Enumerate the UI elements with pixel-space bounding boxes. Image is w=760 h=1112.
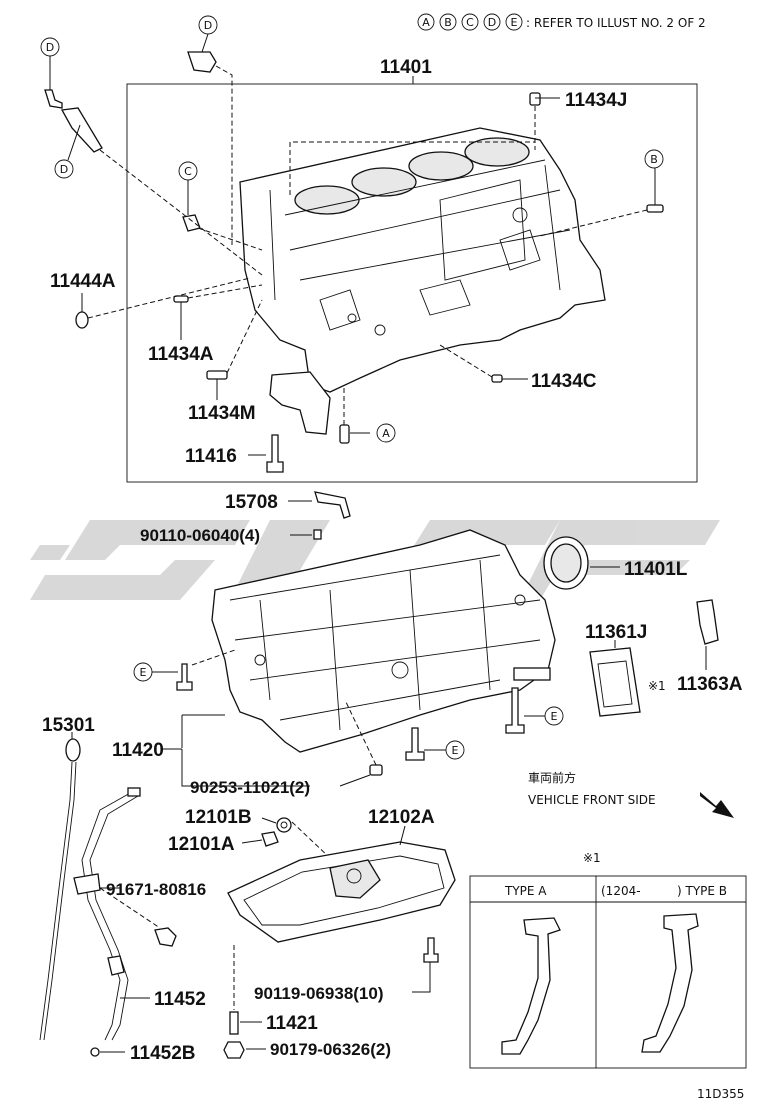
cylinder-block	[239, 127, 606, 393]
label-11420[interactable]: 11420	[112, 740, 164, 761]
bolt-91671	[154, 927, 177, 947]
bracket-15708	[314, 491, 351, 519]
plug-12101a	[261, 831, 279, 847]
crankcase-11420	[211, 529, 556, 753]
bearing-cap	[269, 371, 331, 435]
pin-11434j	[529, 92, 541, 106]
block-group-frame	[126, 83, 698, 483]
callout-d3: D	[60, 163, 68, 176]
bolt-90110	[313, 529, 322, 540]
label-15301[interactable]: 15301	[42, 715, 95, 736]
bolt-11416	[266, 434, 284, 473]
type-b-plate	[641, 913, 699, 1053]
type-b-suffix: ) TYPE B	[677, 884, 727, 898]
label-90253[interactable]: 90253-11021(2)	[190, 778, 310, 797]
star-mark: ※1	[648, 679, 666, 693]
guide-11452	[73, 787, 141, 1041]
note-letter-b: B	[444, 16, 452, 29]
label-11444a[interactable]: 11444A	[50, 271, 116, 292]
note-letter-d: D	[488, 16, 496, 29]
note-letter-e: E	[511, 16, 518, 29]
label-11361j[interactable]: 11361J	[585, 622, 647, 643]
sensor-c	[182, 214, 201, 232]
label-91671[interactable]: 91671-80816	[106, 880, 206, 899]
figure-id: 11D355	[697, 1087, 744, 1101]
bolt-e3	[405, 727, 425, 761]
plate-11363a	[696, 599, 719, 645]
stud-11421	[229, 1011, 239, 1035]
plug-11444a	[75, 311, 89, 329]
label-90119[interactable]: 90119-06938(10)	[254, 984, 384, 1003]
type-b-prefix: (1204-	[601, 884, 641, 898]
callout-e2: E	[551, 710, 558, 723]
note-letter-c: C	[466, 16, 474, 29]
label-11401[interactable]: 11401	[380, 57, 432, 78]
note-letter-a: A	[422, 16, 430, 29]
header-note: A B C D E : REFER TO ILLUST NO. 2 OF 2	[417, 13, 706, 31]
label-12102a[interactable]: 12102A	[368, 807, 435, 828]
type-a-plate	[501, 917, 561, 1055]
type-table: TYPE A (1204- ) TYPE B	[469, 875, 747, 1069]
nut-90179	[223, 1041, 245, 1059]
dipstick-15301	[39, 738, 81, 1041]
fitting-d2	[187, 51, 217, 73]
callout-d2: D	[204, 19, 212, 32]
label-11434j[interactable]: 11434J	[565, 90, 627, 111]
vehicle-front-en: VEHICLE FRONT SIDE	[528, 793, 656, 807]
pin-11434m	[206, 370, 228, 380]
front-arrow-icon	[700, 792, 734, 818]
bolt-e1	[176, 663, 193, 691]
label-90110[interactable]: 90110-06040(4)	[140, 526, 260, 545]
table-star-mark: ※1	[583, 851, 601, 865]
label-12101a[interactable]: 12101A	[168, 834, 235, 855]
label-11363a[interactable]: 11363A	[677, 674, 743, 695]
label-11416[interactable]: 11416	[185, 446, 237, 467]
label-11421[interactable]: 11421	[266, 1013, 318, 1034]
label-11434m[interactable]: 11434M	[188, 403, 256, 424]
oil-pan-12102a	[227, 841, 456, 943]
bolt-90119	[423, 937, 439, 963]
callout-e1: E	[140, 666, 147, 679]
oil-pressure-switch	[60, 107, 103, 153]
pin-90253	[369, 764, 383, 776]
bolt-e2	[505, 687, 525, 734]
pin-11434c	[491, 374, 503, 383]
pin-11434a	[173, 295, 189, 303]
type-a-label: TYPE A	[504, 884, 547, 898]
vehicle-front-jp: 車両前方	[528, 770, 576, 785]
label-11434c[interactable]: 11434C	[531, 371, 597, 392]
pin-a	[339, 424, 350, 444]
label-11452[interactable]: 11452	[154, 989, 206, 1010]
callout-e3: E	[452, 744, 459, 757]
oring-11452b	[90, 1047, 100, 1057]
label-11452b[interactable]: 11452B	[130, 1043, 196, 1064]
label-90179[interactable]: 90179-06326(2)	[270, 1040, 391, 1059]
callout-b: B	[650, 153, 658, 166]
label-11434a[interactable]: 11434A	[148, 344, 214, 365]
callout-d1: D	[46, 41, 54, 54]
callout-a: A	[382, 427, 390, 440]
pin-b	[646, 204, 664, 213]
label-11401l[interactable]: 11401L	[624, 559, 688, 580]
label-12101b[interactable]: 12101B	[185, 807, 252, 828]
label-15708[interactable]: 15708	[225, 492, 278, 513]
note-text: : REFER TO ILLUST NO. 2 OF 2	[526, 16, 706, 30]
washer-12101b	[276, 817, 292, 833]
fitting-d1	[44, 89, 63, 109]
callout-c: C	[184, 165, 192, 178]
